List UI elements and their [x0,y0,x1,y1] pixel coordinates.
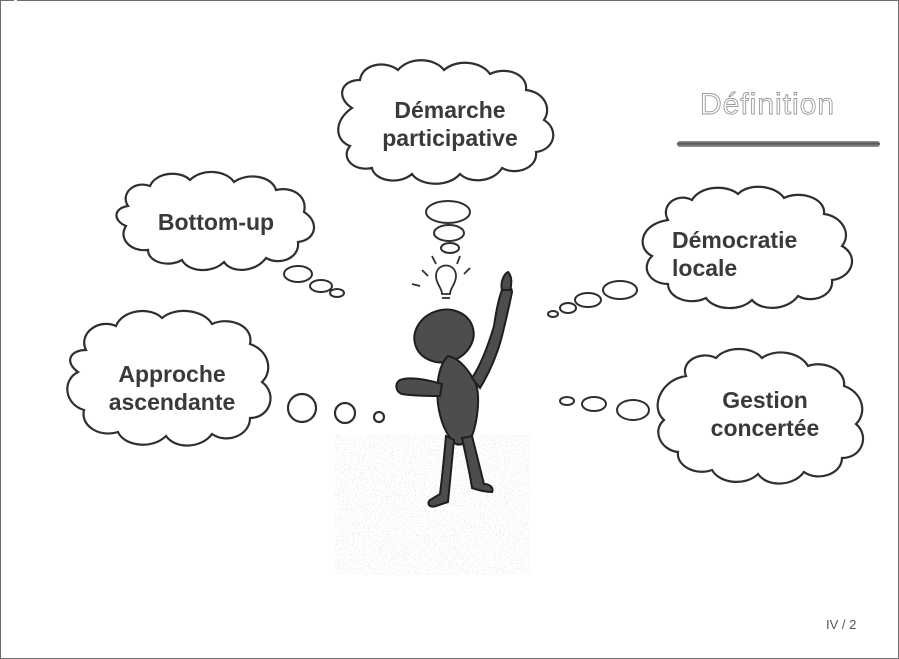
cloud-demarche-text: Démarche participative [365,96,535,152]
title-underline [677,141,880,147]
cloud-gestion-line1: Gestion [722,387,808,413]
cloud-approche-trail [286,392,386,425]
cloud-demarche-trail [425,200,471,254]
cloud-bottom-up-line1: Bottom-up [157,209,275,235]
cloud-approche-line2: ascendante [108,389,236,415]
cloud-democratie-text: Démocratie locale [672,226,797,282]
page-number: IV / 2 [826,617,857,632]
slide-title: Définition [700,88,836,122]
thinking-person-figure [395,270,514,508]
cloud-democratie-line1: Démocratie [672,227,798,253]
cloud-gestion [656,347,865,485]
cloud-approche [66,309,272,447]
cloud-bottom-up-trail [283,265,345,298]
cloud-demarche [337,59,555,185]
frame-gap [14,0,17,3]
cloud-democratie [641,185,853,310]
cloud-bottom-up [115,170,315,272]
cloud-gestion-text: Gestion concertée [680,386,850,442]
cloud-approche-line1: Approche [118,361,226,387]
lightbulb-icon [411,255,471,299]
cloud-bottom-up-text: Bottom-up [136,208,296,236]
cloud-democratie-line2: locale [672,255,738,281]
cloud-demarche-line1: Démarche [394,97,506,123]
cloud-democratie-trail [547,280,638,318]
cloud-approche-text: Approche ascendante [84,360,260,416]
cloud-gestion-trail [559,396,650,421]
cloud-gestion-line2: concertée [710,415,820,441]
cloud-demarche-line2: participative [382,125,518,151]
